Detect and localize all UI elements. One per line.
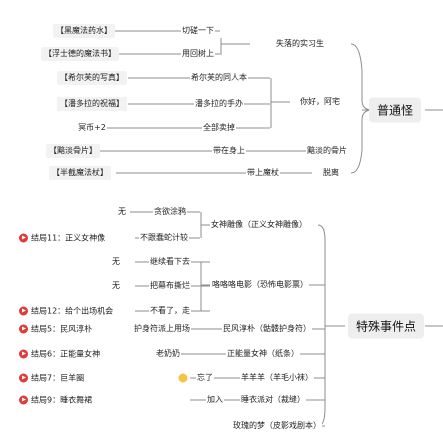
record-icon [19, 233, 28, 243]
action-figure: 潘多拉的手办 [194, 99, 244, 109]
record-icon [19, 373, 28, 383]
action-take-wand: 带上魔杖 [246, 168, 280, 178]
ending-9-label: 结局9：睡衣舞裙 [31, 395, 93, 405]
ending-6-label: 结局6：正能量女神 [31, 349, 101, 359]
action-tree: 用回树上 [181, 49, 215, 59]
action-fan-book: 希尔芙的同人本 [190, 73, 248, 83]
action-sell-all: 全部卖掉 [202, 123, 236, 133]
ending-6: 结局6：正能量女神 [19, 349, 100, 360]
record-icon [19, 395, 28, 405]
record-icon [19, 349, 28, 359]
ending-11-label: 结局11：正义女神像 [31, 233, 106, 243]
node-greed-graffiti: 贪欲涂鸦 [153, 207, 187, 217]
action-carry: 带在身上 [212, 146, 246, 156]
item-half-wand: 【半截魔法杖】 [49, 166, 111, 180]
ending-7-label: 结局7：巨羊圈 [31, 373, 85, 383]
item-dim-bone: 【黯淡骨片】 [46, 144, 100, 158]
ending-11: 结局11：正义女神像 [19, 233, 105, 244]
none-1: 无 [117, 207, 127, 217]
ending-7: 结局7：巨羊圈 [19, 373, 84, 384]
item-sylph-photo: 【希尔芙的写真】 [57, 71, 127, 85]
item-pandora-blessing: 【潘多拉的祝福】 [57, 97, 127, 111]
action-spar: 切磋一下 [181, 26, 215, 36]
group-lost-intern: 失落的实习生 [275, 39, 325, 49]
group-goddess-statue: 女神雕像（正义女神雕像） [210, 220, 308, 230]
group-rose-dream: 玫瑰的梦（皮影戏剧本） [232, 421, 322, 431]
ending-5-label: 结局5：民风淳朴 [31, 324, 93, 334]
category-special-events: 特殊事件点 [347, 313, 425, 339]
category-normal-monster: 普通怪 [368, 97, 422, 123]
item-black-magic-potion: 【黑魔法药水】 [53, 24, 115, 38]
ending-12: 结局12：给个出场机会 [19, 306, 113, 317]
ending-12-label: 结局12：给个出场机会 [31, 306, 114, 316]
node-tear-curtain: 把幕布撕烂 [149, 281, 191, 291]
group-hello-otaku: 你好，阿宅 [299, 97, 341, 107]
node-keep-watching: 继续看下去 [149, 257, 191, 267]
node-stop-watching: 不看了，走 [149, 306, 191, 316]
record-icon [19, 324, 28, 334]
ending-5: 结局5：民风淳朴 [19, 324, 92, 335]
group-pajama-party: 睡衣派对（裁缝） [240, 395, 306, 405]
group-positive-goddess: 正能量女神（纸条） [226, 349, 300, 359]
group-sheep: 羊羊羊（羊毛小袜） [240, 373, 314, 383]
none-3: 无 [111, 281, 121, 291]
group-simple-folk: 民风淳朴（骷髅护身符） [222, 324, 312, 334]
node-join: 加入 [206, 395, 224, 405]
ending-9: 结局9：睡衣舞裙 [19, 395, 92, 406]
item-coins: 冥币+2 [77, 123, 107, 133]
group-escape: 脱离 [322, 168, 340, 178]
record-icon [19, 306, 28, 316]
group-dim-bone: 黯淡的骨片 [306, 146, 348, 156]
node-old-granny: 老奶奶 [155, 349, 181, 359]
smiley-icon [178, 373, 188, 383]
node-amulet-used: 护身符派上用场 [133, 324, 191, 334]
group-horror-movie: 咯咯咯电影（恐怖电影票） [211, 280, 309, 290]
item-faust-book: 【浮士德的魔法书】 [41, 47, 119, 61]
node-ignore-snake: 不跟蠢蛇计较 [139, 233, 189, 243]
node-forgot: 忘了 [196, 373, 214, 383]
none-2: 无 [111, 257, 121, 267]
